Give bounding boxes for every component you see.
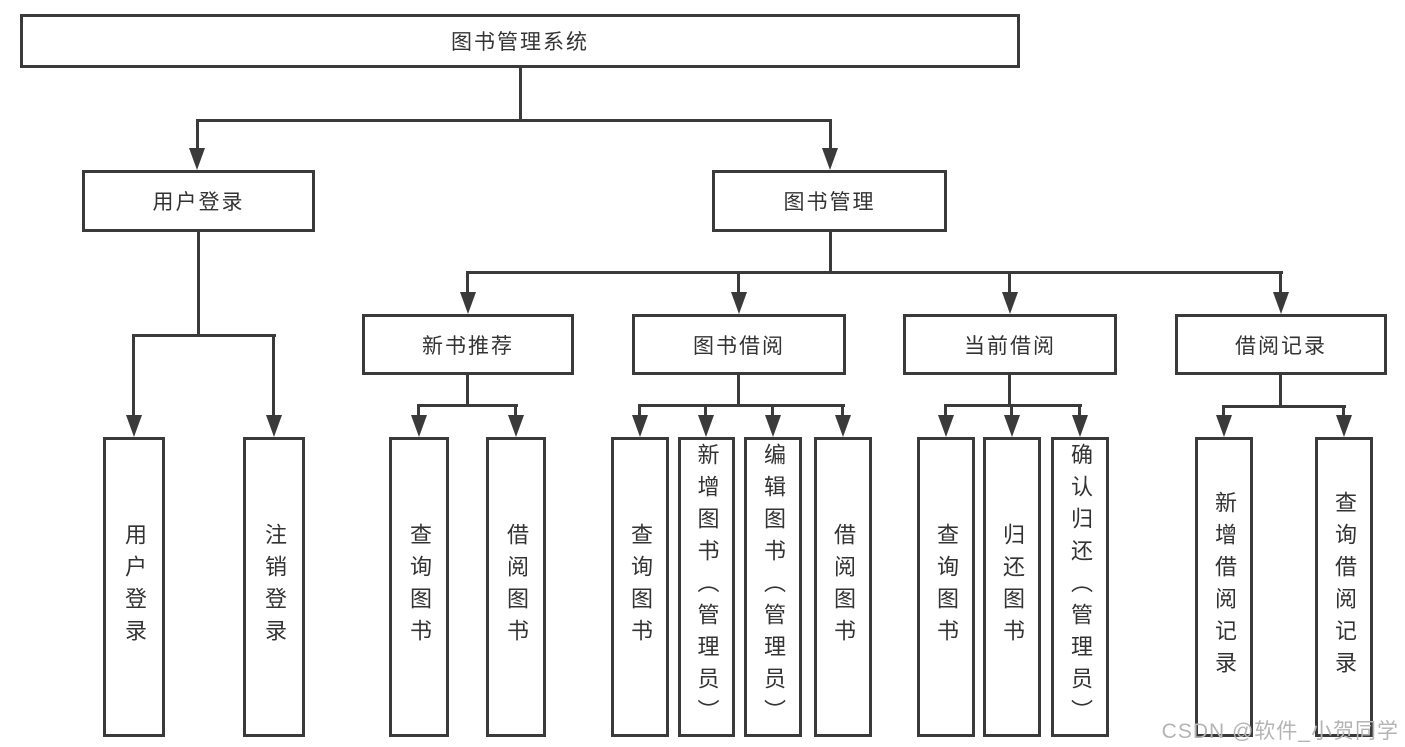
csdn-watermark: CSDN @软件_小贺同学 — [1161, 720, 1399, 743]
arrow-cb-query-icon — [938, 415, 954, 437]
edge-drop-book-borrow — [737, 271, 740, 294]
arrow-br-add-icon — [1216, 415, 1232, 437]
edge-root-drop-right — [829, 119, 832, 150]
node-user-login: 用户登录 — [82, 170, 315, 232]
edge-drop-new-book — [466, 271, 469, 294]
arrow-to-current-borrow-icon — [1002, 292, 1018, 314]
edge-drop-cb-return — [1010, 404, 1013, 417]
edge-drop-logout-leaf — [272, 334, 275, 417]
leaf-br-query-record: 查询借阅记录 — [1315, 437, 1373, 737]
node-book-borrow: 图书借阅 — [632, 314, 846, 375]
edge-drop-cb-query — [944, 404, 947, 417]
edge-new-book-bus — [417, 404, 518, 407]
arrow-cb-return-icon — [1004, 415, 1020, 437]
edge-root-drop-left — [196, 119, 199, 150]
arrow-to-borrow-records-icon — [1273, 292, 1289, 314]
leaf-br-add-record: 新增借阅记录 — [1195, 437, 1253, 737]
edge-new-book-stem — [466, 375, 469, 406]
arrow-nb-query-icon — [411, 415, 427, 437]
arrow-to-book-borrow-icon — [731, 292, 747, 314]
arrow-cb-confirm-icon — [1072, 415, 1088, 437]
leaf-bb-edit-books-admin: 编辑图书（管理员） — [744, 437, 802, 737]
arrow-to-user-login-icon — [189, 148, 205, 170]
edge-current-borrow-stem — [1008, 375, 1011, 406]
leaf-cb-confirm-return-admin: 确认归还（管理员） — [1051, 437, 1109, 737]
edge-borrow-records-bus — [1222, 405, 1346, 408]
edge-book-borrow-stem — [737, 375, 740, 406]
edge-borrow-records-stem — [1279, 375, 1282, 407]
leaf-nb-borrow-books: 借阅图书 — [486, 437, 546, 737]
edge-user-login-stem — [197, 232, 200, 336]
edge-drop-bb-query — [638, 404, 641, 417]
leaf-cb-return-books: 归还图书 — [983, 437, 1041, 737]
node-current-borrow: 当前借阅 — [903, 314, 1117, 375]
edge-drop-nb-query — [417, 404, 420, 417]
edge-book-borrow-bus — [638, 404, 845, 407]
leaf-user-login: 用户登录 — [103, 437, 165, 737]
edge-drop-br-query — [1342, 405, 1345, 417]
leaf-bb-query-books: 查询图书 — [611, 437, 669, 737]
edge-drop-cb-confirm — [1078, 404, 1081, 417]
edge-book-mgmt-bus — [466, 271, 1283, 274]
edge-drop-bb-edit — [771, 404, 774, 417]
arrow-bb-add-icon — [698, 415, 714, 437]
edge-drop-current-borrow — [1008, 271, 1011, 294]
node-borrow-records: 借阅记录 — [1175, 314, 1387, 375]
arrow-br-query-icon — [1336, 415, 1352, 437]
arrow-nb-borrow-icon — [508, 415, 524, 437]
arrow-to-book-mgmt-icon — [822, 148, 838, 170]
arrow-to-logout-leaf-icon — [266, 415, 282, 437]
leaf-nb-query-books: 查询图书 — [389, 437, 449, 737]
arrow-to-new-book-icon — [460, 292, 476, 314]
edge-root-bus — [196, 119, 832, 122]
edge-drop-br-add — [1222, 405, 1225, 417]
edge-drop-nb-borrow — [514, 404, 517, 417]
arrow-bb-edit-icon — [765, 415, 781, 437]
edge-drop-bb-borrow — [841, 404, 844, 417]
arrow-to-login-leaf-icon — [126, 415, 142, 437]
node-library-system: 图书管理系统 — [20, 14, 1020, 68]
node-book-mgmt: 图书管理 — [712, 170, 947, 232]
leaf-bb-borrow-books: 借阅图书 — [814, 437, 872, 737]
edge-drop-borrow-records — [1279, 271, 1282, 294]
edge-drop-login-leaf — [132, 334, 135, 417]
leaf-bb-add-books-admin: 新增图书（管理员） — [678, 437, 735, 737]
arrow-bb-borrow-icon — [835, 415, 851, 437]
edge-user-login-bus — [132, 334, 276, 337]
leaf-cb-query-books: 查询图书 — [917, 437, 975, 737]
node-new-book-recommend: 新书推荐 — [362, 314, 574, 375]
leaf-logout: 注销登录 — [243, 437, 305, 737]
edge-drop-bb-add — [704, 404, 707, 417]
edge-current-borrow-bus — [944, 404, 1082, 407]
edge-book-mgmt-stem — [829, 232, 832, 274]
edge-root-stem — [519, 67, 522, 121]
arrow-bb-query-icon — [632, 415, 648, 437]
